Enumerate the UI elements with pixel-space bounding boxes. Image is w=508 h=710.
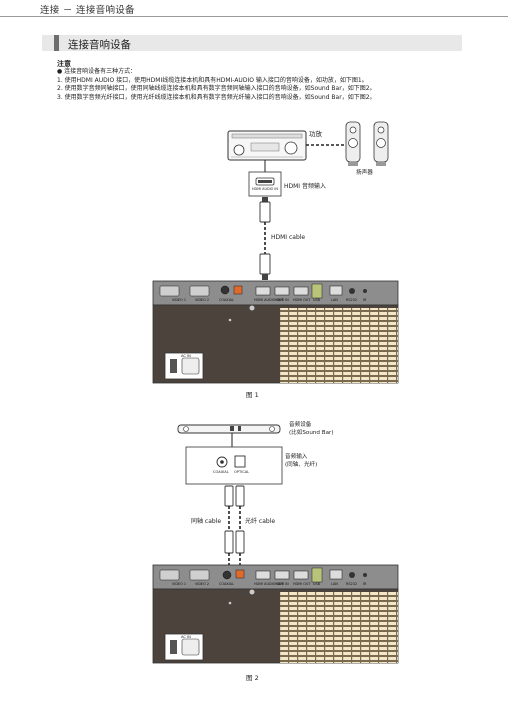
speaker-left bbox=[345, 121, 361, 166]
optical-port-text: OPTICAL bbox=[234, 470, 250, 474]
rear-port-label: HDMI OUT bbox=[293, 298, 311, 302]
section-heading-bar bbox=[54, 35, 59, 51]
coaxial-port-text: COAXIAL bbox=[213, 470, 229, 474]
rear-port-label: HDMI AUDIO OUT bbox=[254, 298, 284, 302]
coaxial-cable bbox=[224, 485, 234, 571]
rear-port-label: USB bbox=[313, 582, 320, 586]
coaxial-cable-label: 同轴 cable bbox=[191, 518, 222, 525]
speaker-label: 扬声器 bbox=[356, 170, 373, 176]
rear-port-label: IR bbox=[363, 298, 367, 302]
rear-port-label: RS232 bbox=[346, 582, 357, 586]
ac-in-label: AC IN bbox=[181, 635, 191, 639]
rear-port-label: VIDEO 2 bbox=[195, 298, 209, 302]
hdmi-cable-label: HDMI cable bbox=[271, 234, 306, 241]
audio-device-label: 音频设备 bbox=[289, 422, 312, 428]
note-line: 3. 使用数字音频光纤接口，使用光纤线缆连接本机和具有数字音频光纤输入接口的音响… bbox=[57, 93, 376, 101]
rear-port-label: HDMI AUDIO OUT bbox=[254, 582, 284, 586]
note-line: 2. 使用数字音频同轴接口，使用同轴线缆连接本机和具有数字音频同轴输入接口的音响… bbox=[57, 85, 376, 92]
page-header-title: 连接 － 连接音响设备 bbox=[40, 5, 135, 16]
ac-in-label: AC IN bbox=[181, 354, 191, 358]
page-header: 连接 － 连接音响设备 bbox=[0, 0, 508, 17]
hdmi-input-detail bbox=[248, 171, 282, 197]
rear-port-label: HDMI IN bbox=[275, 582, 289, 586]
section-title: 连接音响设备 bbox=[68, 39, 131, 51]
rear-port-label: COAXIAL bbox=[219, 298, 234, 302]
rear-panel-2 bbox=[152, 564, 399, 664]
hdmi-input-label: HDMI 音频输入 bbox=[284, 183, 326, 190]
note-line: ● 连接音响设备有三种方式： bbox=[57, 68, 137, 75]
rear-port-label: USB bbox=[313, 298, 320, 302]
rear-port-label: HDMI IN bbox=[275, 298, 289, 302]
audio-input-detail bbox=[185, 446, 283, 485]
rear-port-label: VIDEO 1 bbox=[172, 582, 186, 586]
rear-port-label: LAN bbox=[331, 298, 338, 302]
audio-input-label: 音频输入 bbox=[285, 454, 308, 460]
figure-2-caption: 图 2 bbox=[246, 674, 259, 682]
amplifier bbox=[227, 130, 307, 161]
note-list: ● 连接音响设备有三种方式： 1. 使用HDMI AUDIO 接口，使用HDMI… bbox=[57, 68, 487, 102]
figure-1-caption: 图 1 bbox=[246, 391, 259, 399]
hdmi-cable bbox=[259, 197, 271, 280]
rear-port-label: LAN bbox=[331, 582, 338, 586]
note-title: 注意 bbox=[57, 60, 71, 68]
optical-cable-label: 光纤 cable bbox=[245, 518, 276, 525]
rear-port-label: HDMI OUT bbox=[293, 582, 311, 586]
rear-port-label: VIDEO 1 bbox=[172, 298, 186, 302]
rear-port-label: COAXIAL bbox=[219, 582, 234, 586]
audio-device-sublabel: (比如Sound Bar) bbox=[289, 430, 334, 436]
audio-input-sublabel: (同轴、光纤) bbox=[285, 462, 318, 468]
rear-port-label: IR bbox=[363, 582, 367, 586]
optical-cable bbox=[235, 485, 245, 571]
speaker-right bbox=[373, 121, 389, 166]
rear-port-label: VIDEO 2 bbox=[195, 582, 209, 586]
hdmi-port-text: HDMI AUDIO IN bbox=[252, 187, 278, 191]
section-heading: 连接音响设备 bbox=[42, 35, 462, 51]
amplifier-label: 功放 bbox=[309, 130, 322, 138]
soundbar bbox=[177, 424, 281, 434]
note-line: 1. 使用HDMI AUDIO 接口，使用HDMI线缆连接本机和具有HDMI-A… bbox=[57, 76, 368, 84]
rear-panel-1 bbox=[152, 280, 399, 384]
rear-port-label: RS232 bbox=[346, 298, 357, 302]
